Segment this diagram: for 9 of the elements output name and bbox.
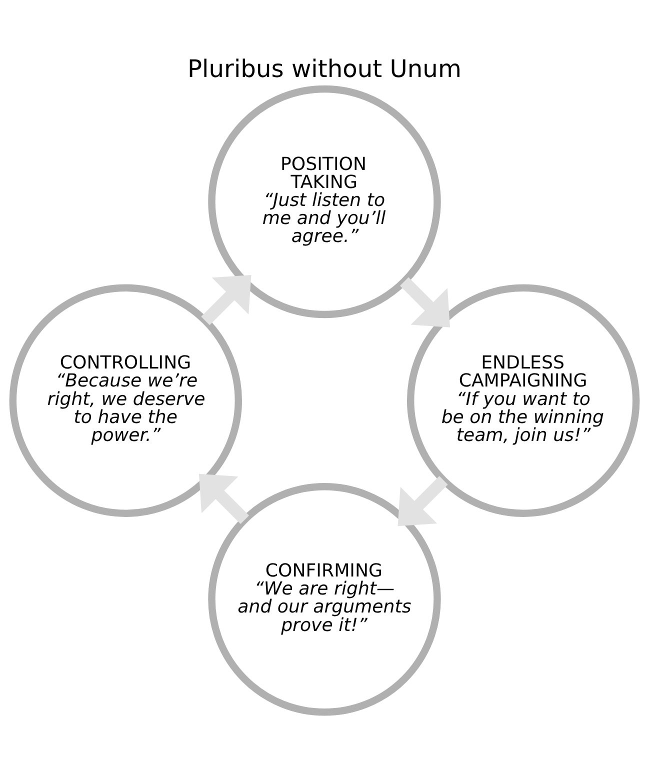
node-circle: CONFIRMING “We are right— and our arguments prove it!” (208, 482, 441, 716)
arrow (201, 274, 252, 325)
diagram-title: Pluribus without Unum (188, 54, 462, 82)
arrow (400, 276, 450, 327)
node-circle: ENDLESS CAMPAIGNING “If you want to be on the winning team, join us!” (406, 284, 640, 516)
node-circle: POSITION TAKING “Just listen to me and you’ll agree.” (208, 84, 441, 318)
arrow (198, 473, 250, 524)
arrow (398, 476, 448, 526)
node-circle: CONTROLLING “Because we’re right, we deserve to have the power.” (9, 284, 242, 516)
